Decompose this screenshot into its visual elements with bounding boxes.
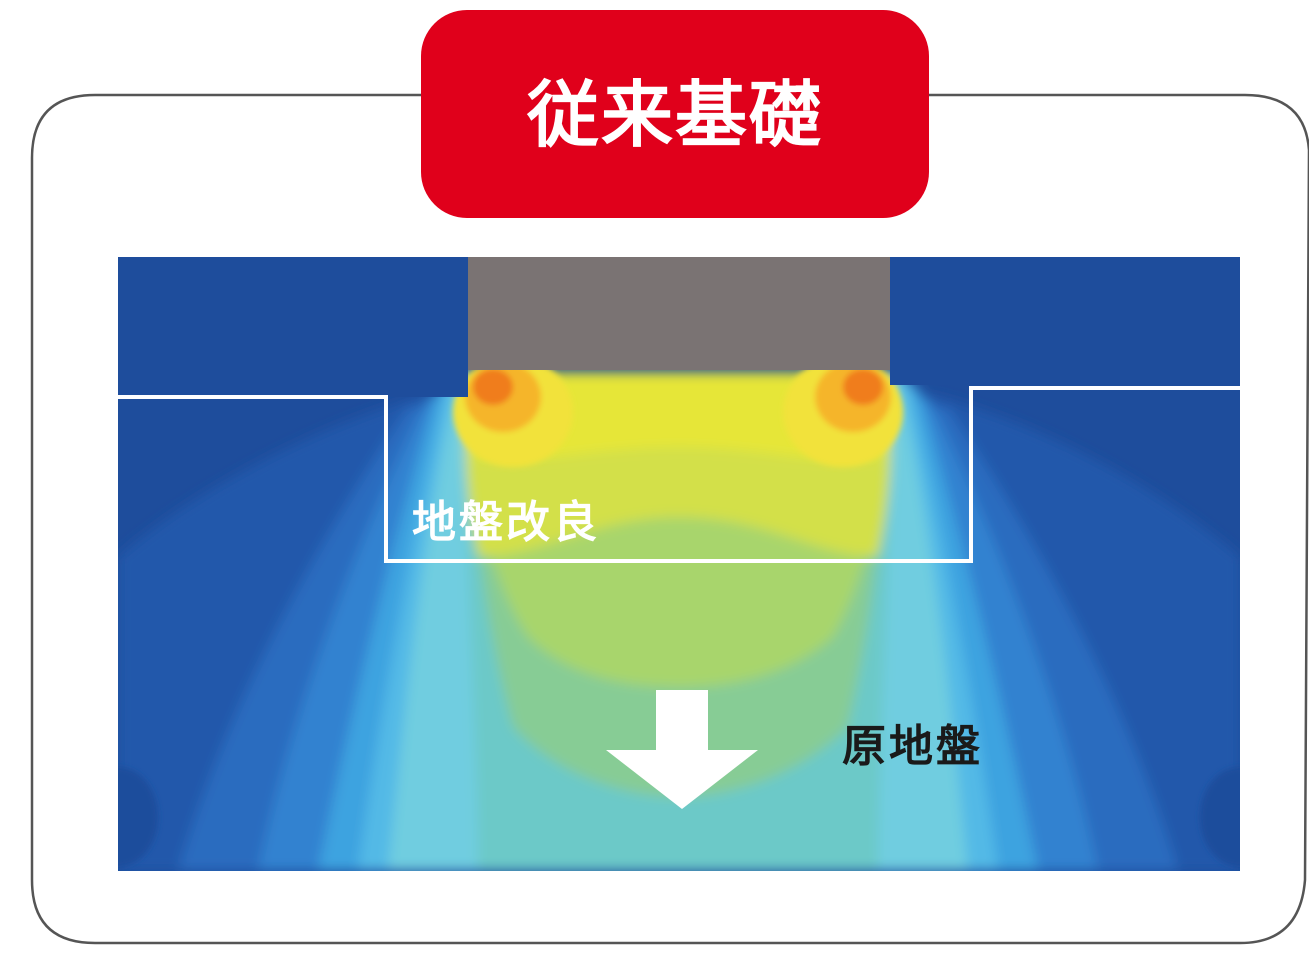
- title-badge: 従来基礎: [421, 10, 929, 218]
- improved-ground-boundary: [118, 386, 1240, 563]
- down-arrow-icon: [606, 690, 758, 809]
- high-stress-zone-right: [843, 369, 883, 405]
- high-stress-zone-left: [473, 369, 513, 405]
- frame-outline: [30, 93, 1309, 945]
- improved-ground-label: 地盤改良: [412, 497, 600, 548]
- footing-block: [468, 257, 890, 370]
- original-ground-label: 原地盤: [842, 721, 983, 772]
- stress-distribution-map: [118, 257, 1240, 871]
- diagram-title: 従来基礎: [526, 72, 823, 157]
